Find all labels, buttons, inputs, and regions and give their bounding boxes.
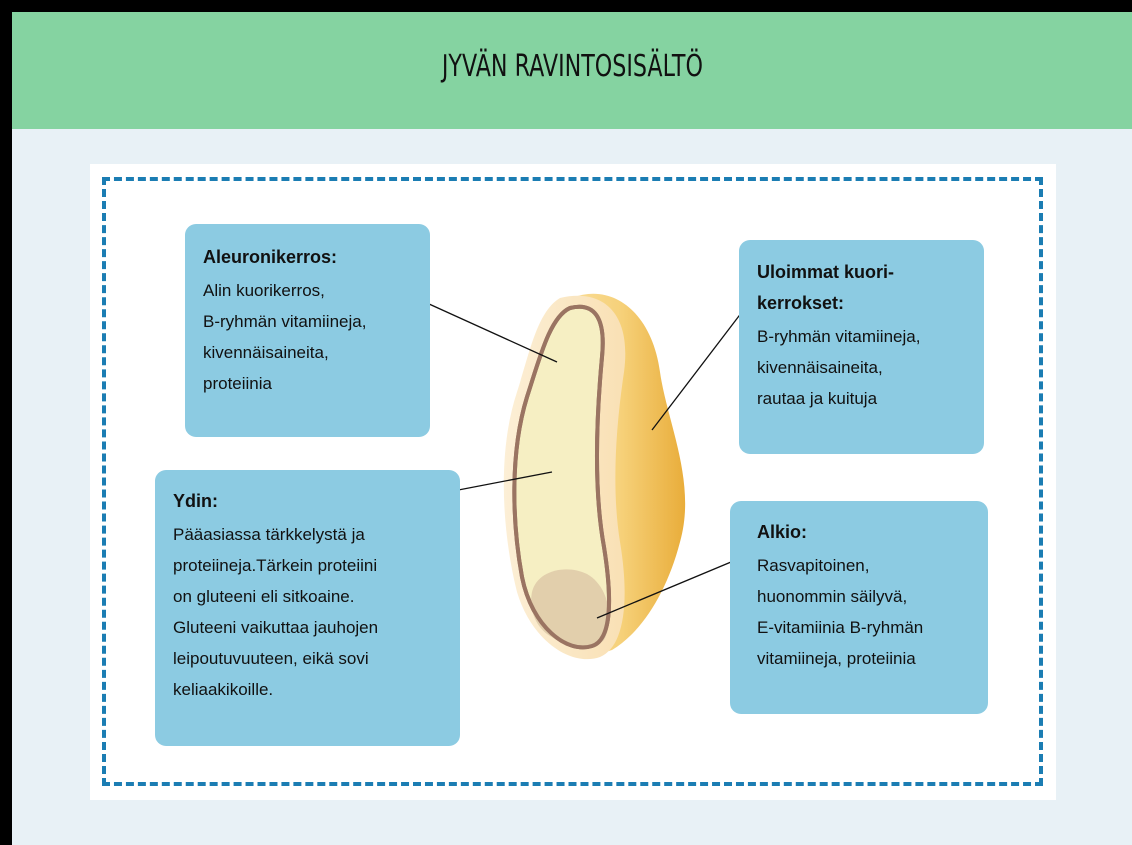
label-heading: Aleuronikerros: — [203, 242, 412, 273]
label-aleuronikerros: Aleuronikerros: Alin kuorikerros, B-ryhm… — [185, 224, 430, 437]
label-text: Pääasiassa tärkkelystä ja proteiineja.Tä… — [173, 519, 442, 705]
label-heading: Ydin: — [173, 486, 442, 517]
label-heading: Uloimmat kuori- kerrokset: — [757, 257, 966, 319]
label-text: Rasvapitoinen, huonommin säilyvä, E-vita… — [757, 550, 961, 674]
leader-line-uloimmat — [652, 312, 742, 430]
label-ydin: Ydin: Pääasiassa tärkkelystä ja proteiin… — [155, 470, 460, 746]
label-uloimmat-kuorikerrokset: Uloimmat kuori- kerrokset: B-ryhmän vita… — [739, 240, 984, 454]
label-text: B-ryhmän vitamiineja, kivennäisaineita, … — [757, 321, 966, 414]
label-alkio: Alkio: Rasvapitoinen, huonommin säilyvä,… — [730, 501, 988, 714]
page-frame: JYVÄN RAVINTOSISÄLTÖ — [12, 12, 1132, 845]
label-text: Alin kuorikerros, B-ryhmän vitamiineja, … — [203, 275, 412, 399]
label-heading: Alkio: — [757, 517, 961, 548]
